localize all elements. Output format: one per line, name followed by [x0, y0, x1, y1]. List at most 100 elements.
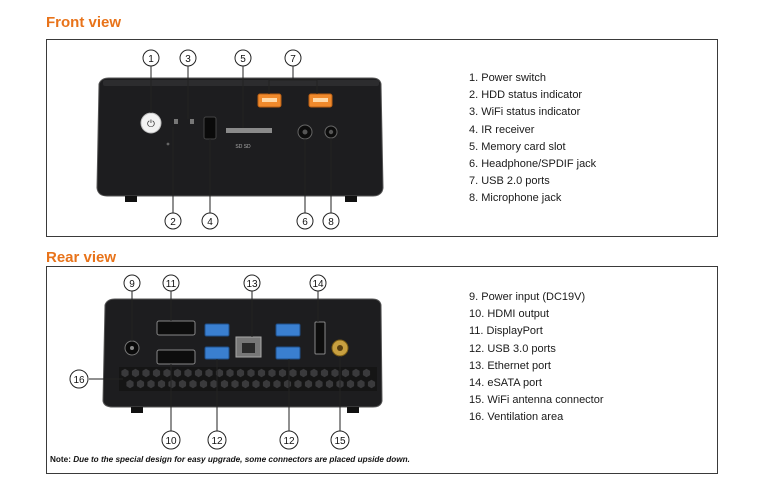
legend-item: 7. USB 2.0 ports: [469, 175, 550, 188]
vent-hole: [189, 379, 197, 389]
hdd-led: [174, 119, 178, 124]
callout-label: 2: [170, 217, 176, 228]
vent-hole: [241, 379, 250, 389]
legend-item: 2. HDD status indicator: [469, 89, 583, 102]
callout-14: [309, 274, 327, 292]
vent-hole: [131, 368, 140, 378]
legend-item: 10. HDMI output: [469, 308, 550, 321]
vent-hole: [257, 368, 266, 378]
vent-hole: [331, 368, 339, 378]
vent-hole: [220, 379, 229, 389]
vent-hole: [310, 368, 318, 378]
callout-12: [279, 430, 299, 450]
vent-hole: [142, 368, 150, 378]
callout-7: [284, 49, 302, 67]
usb3-port-2: [204, 346, 230, 360]
callout-label: 14: [312, 279, 324, 290]
vent-hole: [163, 368, 171, 378]
front-device-top-edge: [103, 80, 379, 86]
vent-hole: [315, 379, 323, 389]
vent-hole: [341, 368, 350, 378]
displayport-port: [156, 320, 196, 336]
vent-hole: [273, 379, 281, 389]
vent-hole: [299, 368, 308, 378]
vent-hole: [173, 368, 182, 378]
usb3-port-4: [275, 346, 301, 360]
callout-label: 5: [240, 54, 246, 65]
callout-6: [296, 212, 314, 230]
callout-label: 10: [165, 436, 177, 447]
memory-card-slot: [226, 128, 272, 133]
ir-receiver: [203, 116, 217, 140]
legend-item: 6. Headphone/SPDIF jack: [469, 157, 597, 170]
rear-view-panel: 9 11 13 14 16 10 12 12 15 9. Power input…: [46, 266, 718, 474]
esata-port: [314, 321, 326, 355]
callout-15: [330, 430, 350, 450]
vent-hole: [157, 379, 166, 389]
callout-label: 13: [246, 279, 258, 290]
vent-hole: [304, 379, 313, 389]
vent-hole: [367, 379, 376, 389]
vent-hole: [184, 368, 192, 378]
vent-hole: [205, 368, 213, 378]
rear-legend: 9. Power input (DC19V) 10. HDMI output 1…: [469, 289, 604, 427]
vent-hole: [136, 379, 145, 389]
legend-item: 14. eSATA port: [469, 376, 542, 389]
callout-label: 4: [207, 217, 213, 228]
callout-label: 16: [73, 375, 85, 386]
rear-view-title: Rear view: [46, 249, 117, 266]
callout-1: [142, 49, 160, 67]
callout-4: [201, 212, 219, 230]
svg-text:SD SD: SD SD: [235, 144, 251, 150]
callout-label: 6: [302, 217, 308, 228]
vent-hole: [247, 368, 255, 378]
vent-hole: [352, 368, 360, 378]
wifi-led: [190, 119, 194, 124]
callout-13: [243, 274, 261, 292]
vent-hole: [194, 368, 203, 378]
front-device-body: [96, 77, 384, 197]
vent-hole: [325, 379, 334, 389]
legend-item: 11. DisplayPort: [469, 325, 543, 338]
callout-label: 1: [148, 54, 154, 65]
vent-hole: [226, 368, 234, 378]
legend-item: 16. Ventilation area: [469, 411, 564, 424]
hdmi-port: [156, 349, 196, 365]
vent-hole: [152, 368, 161, 378]
callout-2: [164, 212, 182, 230]
vent-hole: [231, 379, 239, 389]
vent-hole: [252, 379, 260, 389]
callout-label: 11: [166, 279, 177, 290]
callout-16: [69, 369, 89, 389]
callout-label: 7: [290, 54, 296, 65]
callout-9: [123, 274, 141, 292]
vent-hole: [320, 368, 329, 378]
vent-hole: [357, 379, 365, 389]
callout-12: [207, 430, 227, 450]
power-icon: ⏻: [147, 119, 155, 130]
usb3-port-1: [204, 323, 230, 337]
usb3-port-3: [275, 323, 301, 337]
vent-hole: [262, 379, 271, 389]
vent-hole: [178, 379, 187, 389]
callout-8: [322, 212, 340, 230]
note-label: Note:: [50, 455, 71, 464]
front-view-title: Front view: [46, 14, 122, 31]
vent-hole: [268, 368, 276, 378]
legend-item: 9. Power input (DC19V): [469, 291, 586, 303]
callout-label: 8: [328, 217, 334, 228]
callout-10: [161, 430, 181, 450]
rear-device-illustration: 9 11 13 14 16 10 12 12 15: [69, 274, 383, 450]
legend-item: 4. IR receiver: [469, 123, 535, 136]
note-text: Due to the special design for easy upgra…: [73, 455, 410, 464]
vent-hole: [121, 368, 129, 378]
vent-hole: [215, 368, 224, 378]
legend-item: 12. USB 3.0 ports: [469, 342, 556, 355]
legend-item: 3. WiFi status indicator: [469, 106, 581, 119]
legend-item: 5. Memory card slot: [469, 140, 566, 153]
front-legend: 1. Power switch 2. HDD status indicator …: [469, 70, 596, 208]
callout-label: 12: [211, 436, 223, 447]
front-device-illustration: ⏻ SD SD: [96, 49, 384, 230]
vent-hole: [199, 379, 208, 389]
callout-3: [179, 49, 197, 67]
